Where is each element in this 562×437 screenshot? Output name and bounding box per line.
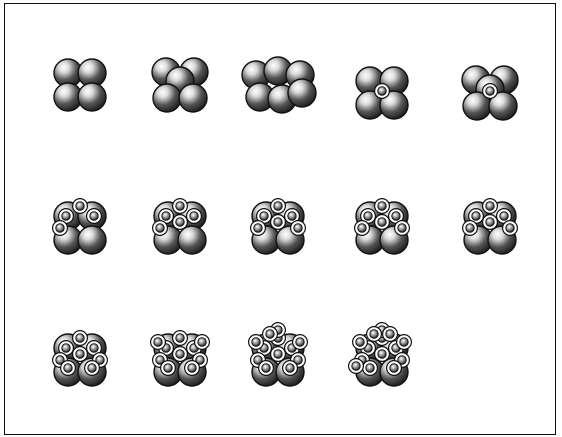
small-sphere bbox=[176, 334, 184, 342]
small-sphere bbox=[294, 224, 302, 232]
small-sphere bbox=[386, 330, 394, 338]
small-sphere bbox=[364, 212, 372, 220]
large-sphere bbox=[178, 226, 206, 254]
large-sphere bbox=[78, 226, 106, 254]
small-sphere bbox=[262, 364, 270, 372]
small-sphere bbox=[506, 224, 514, 232]
small-sphere bbox=[378, 218, 386, 226]
small-sphere bbox=[266, 330, 274, 338]
cluster-3-4 bbox=[349, 323, 412, 386]
small-sphere bbox=[356, 338, 364, 346]
small-sphere bbox=[76, 202, 84, 210]
small-sphere bbox=[188, 364, 196, 372]
large-sphere bbox=[179, 84, 207, 112]
small-sphere bbox=[176, 350, 184, 358]
small-sphere bbox=[260, 212, 268, 220]
cluster-1-4 bbox=[356, 67, 408, 119]
small-sphere bbox=[76, 334, 84, 342]
small-sphere bbox=[88, 364, 96, 372]
cluster-3-1 bbox=[53, 331, 108, 386]
small-sphere bbox=[378, 350, 386, 358]
small-sphere bbox=[274, 350, 282, 358]
cluster-2-4 bbox=[355, 199, 410, 254]
small-sphere bbox=[274, 218, 282, 226]
small-sphere bbox=[500, 212, 508, 220]
small-sphere bbox=[486, 87, 494, 95]
small-sphere bbox=[164, 364, 172, 372]
cluster-1-1 bbox=[54, 59, 106, 111]
small-sphere bbox=[472, 212, 480, 220]
cluster-2-5 bbox=[463, 199, 518, 254]
small-sphere bbox=[252, 338, 260, 346]
cluster-3-2 bbox=[151, 331, 210, 386]
cluster-1-5 bbox=[462, 66, 518, 120]
large-sphere bbox=[78, 83, 106, 111]
small-sphere bbox=[90, 212, 98, 220]
small-sphere bbox=[198, 338, 206, 346]
cluster-1-2 bbox=[152, 58, 208, 112]
small-sphere bbox=[400, 338, 408, 346]
cluster-1-3 bbox=[242, 57, 316, 113]
small-sphere bbox=[288, 212, 296, 220]
small-sphere bbox=[398, 224, 406, 232]
cluster-3-3 bbox=[249, 323, 308, 386]
small-sphere bbox=[162, 212, 170, 220]
small-sphere bbox=[64, 364, 72, 372]
small-sphere bbox=[486, 202, 494, 210]
small-sphere bbox=[76, 350, 84, 358]
small-sphere bbox=[366, 364, 374, 372]
large-sphere bbox=[288, 79, 316, 107]
small-sphere bbox=[62, 344, 70, 352]
cluster-2-1 bbox=[53, 199, 106, 254]
small-sphere bbox=[486, 218, 494, 226]
cluster-2-2 bbox=[153, 199, 206, 254]
small-sphere bbox=[154, 338, 162, 346]
small-sphere bbox=[390, 364, 398, 372]
small-sphere bbox=[156, 224, 164, 232]
small-sphere bbox=[286, 364, 294, 372]
small-sphere bbox=[358, 224, 366, 232]
small-sphere bbox=[176, 202, 184, 210]
small-sphere bbox=[378, 202, 386, 210]
small-sphere bbox=[90, 344, 98, 352]
small-sphere bbox=[370, 330, 378, 338]
small-sphere bbox=[378, 87, 386, 95]
small-sphere bbox=[62, 212, 70, 220]
small-sphere bbox=[466, 224, 474, 232]
small-sphere bbox=[274, 202, 282, 210]
small-sphere bbox=[296, 338, 304, 346]
large-sphere bbox=[153, 84, 181, 112]
small-sphere bbox=[56, 224, 64, 232]
small-sphere bbox=[190, 212, 198, 220]
small-sphere bbox=[392, 212, 400, 220]
cluster-2-3 bbox=[251, 199, 306, 254]
small-sphere bbox=[176, 218, 184, 226]
small-sphere bbox=[254, 224, 262, 232]
small-sphere bbox=[352, 362, 360, 370]
